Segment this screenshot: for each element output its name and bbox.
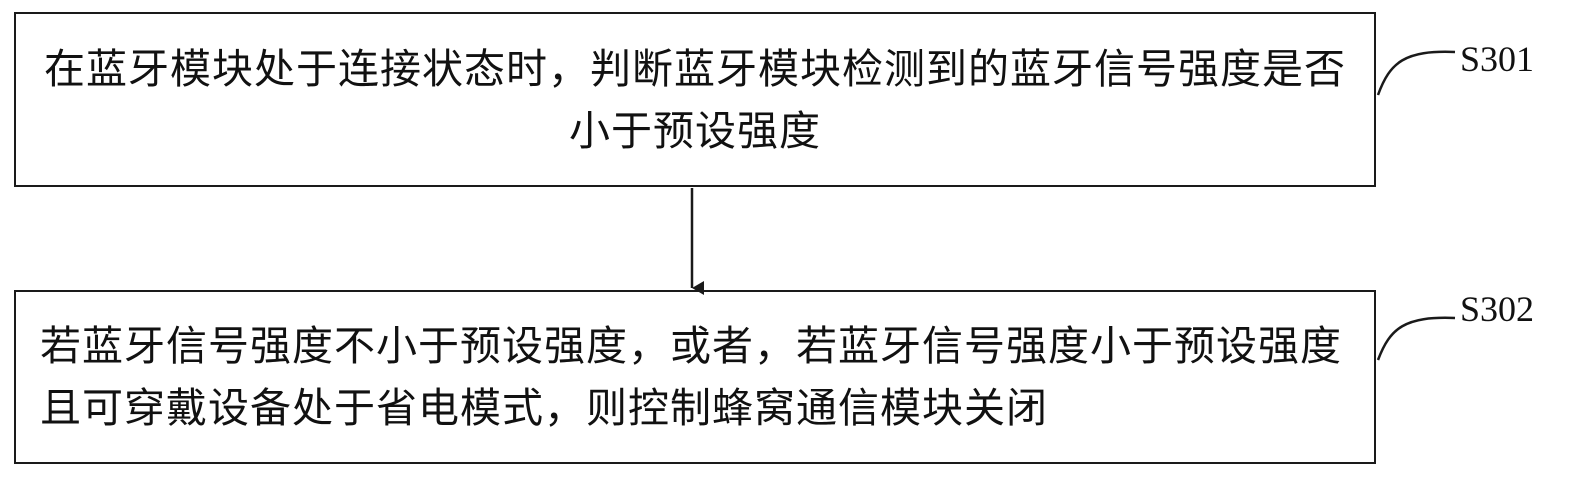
leader-line-s301 (1376, 50, 1456, 96)
step-text-s301: 在蓝牙模块处于连接状态时，判断蓝牙模块检测到的蓝牙信号强度是否小于预设强度 (44, 44, 1346, 155)
step-box-s302: 若蓝牙信号强度不小于预设强度，或者，若蓝牙信号强度小于预设强度且可穿戴设备处于省… (14, 290, 1376, 464)
step-box-s301: 在蓝牙模块处于连接状态时，判断蓝牙模块检测到的蓝牙信号强度是否小于预设强度 (14, 12, 1376, 187)
step-label-s301: S301 (1460, 39, 1535, 79)
step-label-s302: S302 (1460, 289, 1535, 329)
step-text-s302: 若蓝牙信号强度不小于预设强度，或者，若蓝牙信号强度小于预设强度且可穿戴设备处于省… (40, 322, 1342, 432)
leader-line-s302 (1376, 316, 1456, 361)
